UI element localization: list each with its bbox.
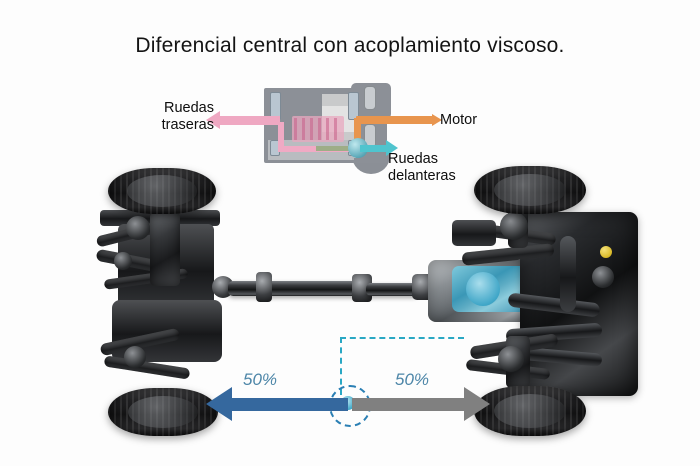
front-left-rim <box>127 395 199 429</box>
front-right-rim <box>494 394 566 428</box>
rear-left-bushing <box>114 252 132 270</box>
rear-flow-arrow-head <box>206 111 220 129</box>
viscous-coupling-unit <box>466 272 500 306</box>
housing-bolt-mid-top <box>348 92 359 120</box>
viscous-coupling-cutaway <box>206 83 442 174</box>
label-rear-wheels: Ruedas traseras <box>108 100 214 134</box>
rear-flow-arrow-shaft <box>218 116 280 125</box>
front-right-hub <box>500 212 528 240</box>
engine-input-elbow <box>354 118 361 150</box>
intake-runner <box>560 236 576 312</box>
front-subframe <box>452 220 496 246</box>
rear-torque-arrow-bar <box>230 398 348 411</box>
rear-left-wheel <box>108 168 216 214</box>
awd-chassis-cutaway-photo <box>0 150 700 466</box>
front-flow-arrow-head <box>386 140 398 156</box>
front-flow-arrow-shaft <box>360 145 388 152</box>
label-engine-text: Motor <box>440 112 478 128</box>
engine-flow-arrow-shaft <box>356 116 434 124</box>
engine-flow-arrow-tip <box>432 114 442 126</box>
rear-torque-arrow-head <box>206 387 232 421</box>
front-output-shaft <box>316 146 374 151</box>
label-front-wheels-line2: delanteras <box>388 168 456 184</box>
rear-left-rim <box>127 175 197 207</box>
front-right-wheel <box>474 386 586 436</box>
rear-torque-percent: 50% <box>243 370 278 389</box>
front-torque-percent: 50% <box>395 370 430 389</box>
front-left-wheel <box>108 388 218 436</box>
rear-left-hub <box>126 216 150 240</box>
front-output-gear <box>348 138 368 158</box>
label-rear-wheels-line2: traseras <box>161 117 214 133</box>
front-right-hub-2 <box>498 346 524 372</box>
housing-bolt-right-top <box>364 86 376 110</box>
label-rear-wheels-line1: Ruedas <box>164 100 214 116</box>
viscous-plate-lines <box>292 116 344 142</box>
rear-right-rim <box>494 173 566 207</box>
label-engine: Motor <box>440 112 477 129</box>
front-torque-arrow-bar <box>352 398 464 411</box>
callout-horizontal-dash <box>340 337 464 339</box>
accessory-pulley <box>592 266 614 288</box>
callout-vertical-dash <box>340 337 342 395</box>
oil-filler-cap <box>600 246 612 258</box>
front-torque-arrow-head <box>464 387 490 421</box>
rear-left-knuckle <box>150 212 180 286</box>
rear-right-wheel <box>474 166 586 214</box>
rear-output-shaft <box>278 146 352 152</box>
rear-left-hub-2 <box>124 346 146 368</box>
propeller-shaft <box>228 281 360 296</box>
page-title: Diferencial central con acoplamiento vis… <box>135 34 565 57</box>
label-front-wheels-line1: Ruedas <box>388 151 438 167</box>
label-front-wheels: Ruedas delanteras <box>388 151 456 185</box>
center-bearing <box>256 272 272 302</box>
propeller-shaft-rear-section <box>366 283 418 296</box>
rear-output-elbow <box>278 122 284 150</box>
